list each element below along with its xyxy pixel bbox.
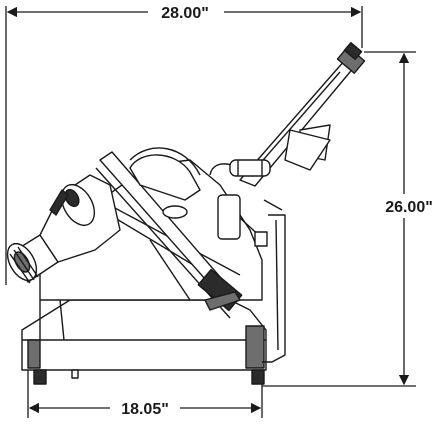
base-pedestal [21, 299, 267, 385]
blade-guard [129, 154, 201, 219]
slicer-machine [6, 41, 366, 385]
height-dimension-label: 26.00" [385, 199, 433, 216]
pusher-arm [239, 41, 366, 187]
support-rod [217, 194, 286, 363]
carriage-arm [39, 174, 121, 263]
width-dimension-label: 28.00" [161, 5, 209, 22]
base-dimension-label: 18.05" [121, 401, 169, 418]
product-tray [95, 151, 243, 319]
pusher-handle [209, 159, 271, 177]
